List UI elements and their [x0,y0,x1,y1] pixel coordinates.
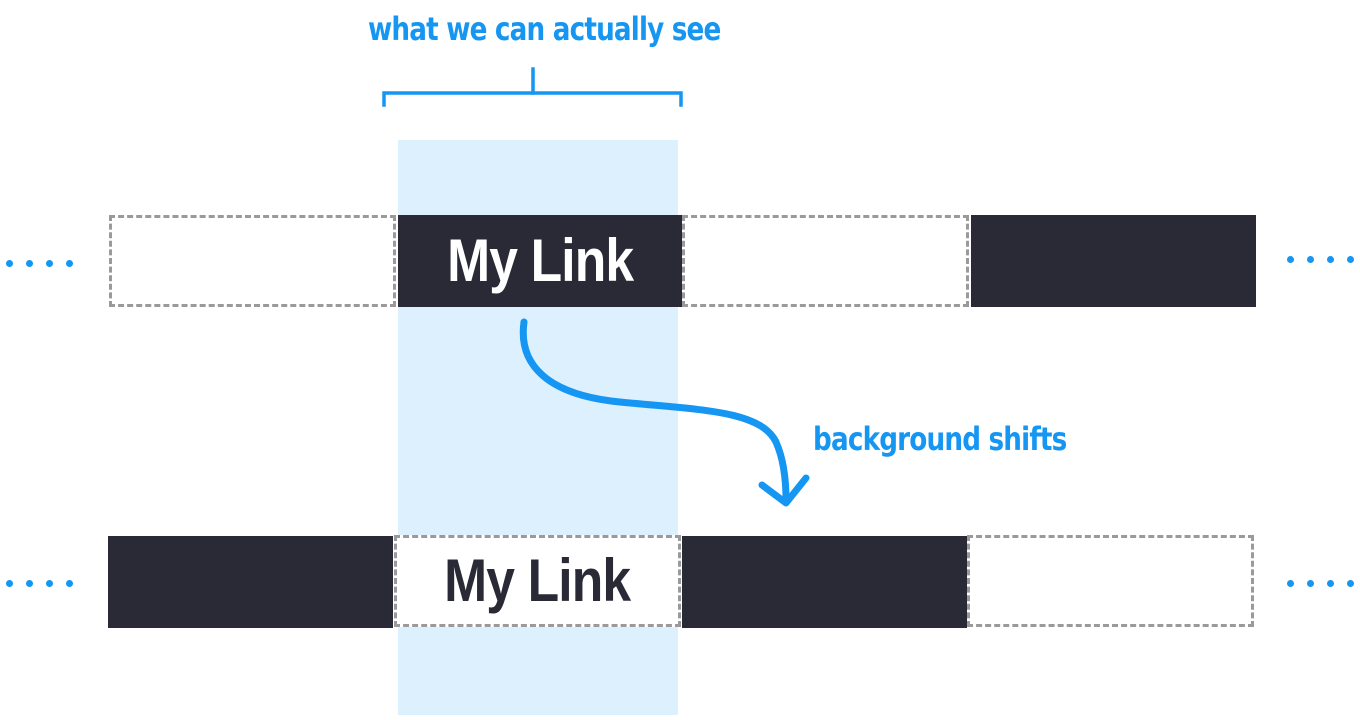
link-label: My Link [446,227,634,294]
background-segment-dark [108,536,393,628]
background-segment-empty [109,215,396,307]
background-segment-empty [967,535,1254,627]
link-cell-light[interactable]: My Link [394,535,681,627]
link-label: My Link [444,547,631,614]
ellipsis-icon [1287,256,1354,263]
background-segment-dark [971,215,1256,307]
curved-arrow-icon [519,318,810,507]
ellipsis-icon [6,580,73,587]
background-segment-dark [682,536,967,628]
ellipsis-icon [1287,580,1354,587]
ellipsis-icon [6,260,73,267]
viewport-caption: what we can actually see [368,10,721,48]
background-segment-empty [682,215,969,307]
link-cell-dark[interactable]: My Link [398,215,682,307]
shift-caption: background shifts [813,420,1067,458]
viewport-bracket-icon [382,67,683,107]
